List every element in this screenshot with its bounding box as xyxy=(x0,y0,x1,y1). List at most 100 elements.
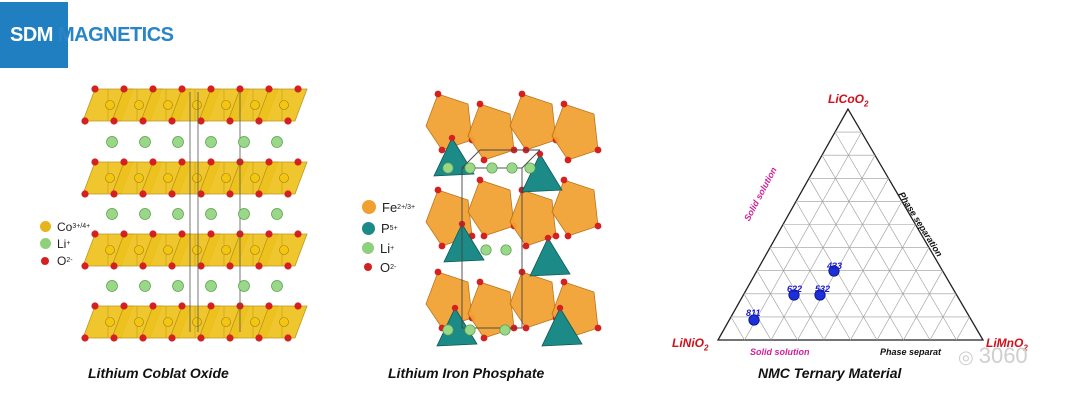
lithium-atom xyxy=(238,208,250,220)
cobalt-atom xyxy=(105,100,115,110)
co-ion-icon xyxy=(40,221,51,232)
lithium-atom xyxy=(271,136,283,148)
composition-point-433 xyxy=(828,265,840,277)
grid-line xyxy=(834,131,957,341)
edge-label-bottom-left: Solid solution xyxy=(750,347,810,357)
vertex-subscript: 2 xyxy=(864,99,869,109)
oxygen-atom xyxy=(120,302,128,310)
oxygen-atom xyxy=(518,90,526,98)
cobalt-atom xyxy=(250,173,260,183)
lithium-atom xyxy=(139,208,151,220)
oxygen-atom xyxy=(265,302,273,310)
composition-point-622 xyxy=(788,289,800,301)
cobalt-atom xyxy=(163,173,173,183)
oxygen-atom xyxy=(120,158,128,166)
oxygen-atom xyxy=(178,230,186,238)
vertex-label-left: LiNiO2 xyxy=(672,336,708,352)
watermark: ◎ 3060 xyxy=(958,343,1028,369)
li-ion-icon xyxy=(362,242,374,254)
oxygen-atom xyxy=(594,146,602,154)
oxygen-atom xyxy=(564,156,572,164)
oxygen-atom xyxy=(556,304,564,312)
lithium-atom xyxy=(500,244,512,256)
composition-point-532 xyxy=(814,289,826,301)
cobalt-atom xyxy=(134,173,144,183)
oxygen-atom xyxy=(476,176,484,184)
oxygen-atom xyxy=(255,117,263,125)
grid-line xyxy=(730,316,745,341)
p-ion-icon xyxy=(362,221,375,235)
cobalt-atom xyxy=(105,173,115,183)
oxygen-atom xyxy=(255,334,263,342)
fe-ion-icon xyxy=(362,200,376,214)
legend-ion: O xyxy=(380,259,391,275)
cobalt-atom xyxy=(192,317,202,327)
oxygen-atom xyxy=(434,186,442,194)
oxygen-atom xyxy=(207,302,215,310)
oxygen-atom xyxy=(139,262,147,270)
oxygen-atom xyxy=(207,158,215,166)
cobalt-atom xyxy=(221,173,231,183)
oxygen-atom xyxy=(139,117,147,125)
lithium-atom xyxy=(442,324,454,336)
cobalt-atom xyxy=(163,100,173,110)
oxygen-atom xyxy=(560,278,568,286)
grid-line xyxy=(821,155,931,341)
oxygen-atom xyxy=(226,117,234,125)
cobalt-atom xyxy=(279,173,289,183)
legend-ion: Co xyxy=(57,219,73,234)
oxygen-atom xyxy=(226,334,234,342)
oxygen-atom xyxy=(168,262,176,270)
oxygen-atom xyxy=(91,230,99,238)
edge-label-bottom-right: Phase separat xyxy=(880,347,942,357)
grid-line xyxy=(808,178,904,341)
oxygen-atom xyxy=(81,334,89,342)
oxygen-atom xyxy=(434,90,442,98)
cobalt-atom xyxy=(279,317,289,327)
oxygen-atom xyxy=(91,302,99,310)
feo6-octahedron xyxy=(467,103,515,161)
lithium-atom xyxy=(486,162,498,174)
watermark-text: 3060 xyxy=(978,343,1028,368)
lco-legend-item-li: Li+ xyxy=(40,235,90,252)
oxygen-atom xyxy=(438,146,446,154)
po4-tetrahedron xyxy=(541,307,583,347)
lithium-atom xyxy=(172,136,184,148)
oxygen-atom xyxy=(284,190,292,198)
oxygen-atom xyxy=(536,150,544,158)
oxygen-atom xyxy=(564,232,572,240)
unit-cell-edge xyxy=(461,149,481,169)
oxygen-atom xyxy=(226,190,234,198)
oxygen-atom xyxy=(110,117,118,125)
oxygen-atom xyxy=(265,230,273,238)
oxygen-atom xyxy=(265,158,273,166)
composition-point-811 xyxy=(748,314,760,326)
oxygen-atom xyxy=(594,222,602,230)
feo6-octahedron xyxy=(509,93,557,151)
caption-lco: Lithium Coblat Oxide xyxy=(88,365,229,381)
point-label-433: 433 xyxy=(827,261,843,271)
lithium-atom xyxy=(106,136,118,148)
lithium-atom xyxy=(139,136,151,148)
oxygen-atom xyxy=(197,334,205,342)
vertex-subscript: 2 xyxy=(1023,343,1028,353)
oxygen-atom xyxy=(197,117,205,125)
legend-charge: 5+ xyxy=(389,224,398,232)
caption-lfp: Lithium Iron Phosphate xyxy=(388,365,545,381)
vertex-formula: LiNiO xyxy=(672,336,704,350)
oxygen-atom xyxy=(294,158,302,166)
oxygen-atom xyxy=(438,242,446,250)
lithium-atom xyxy=(172,208,184,220)
oxygen-atom xyxy=(544,234,552,242)
feo6-octahedron xyxy=(509,189,557,247)
grid-line xyxy=(756,270,798,341)
oxygen-atom xyxy=(476,100,484,108)
oxygen-atom xyxy=(120,85,128,93)
lithium-atom xyxy=(464,162,476,174)
oxygen-atom xyxy=(149,158,157,166)
oxygen-atom xyxy=(168,117,176,125)
o-ion-icon xyxy=(41,256,49,265)
legend-charge: 3+/4+ xyxy=(72,223,91,230)
